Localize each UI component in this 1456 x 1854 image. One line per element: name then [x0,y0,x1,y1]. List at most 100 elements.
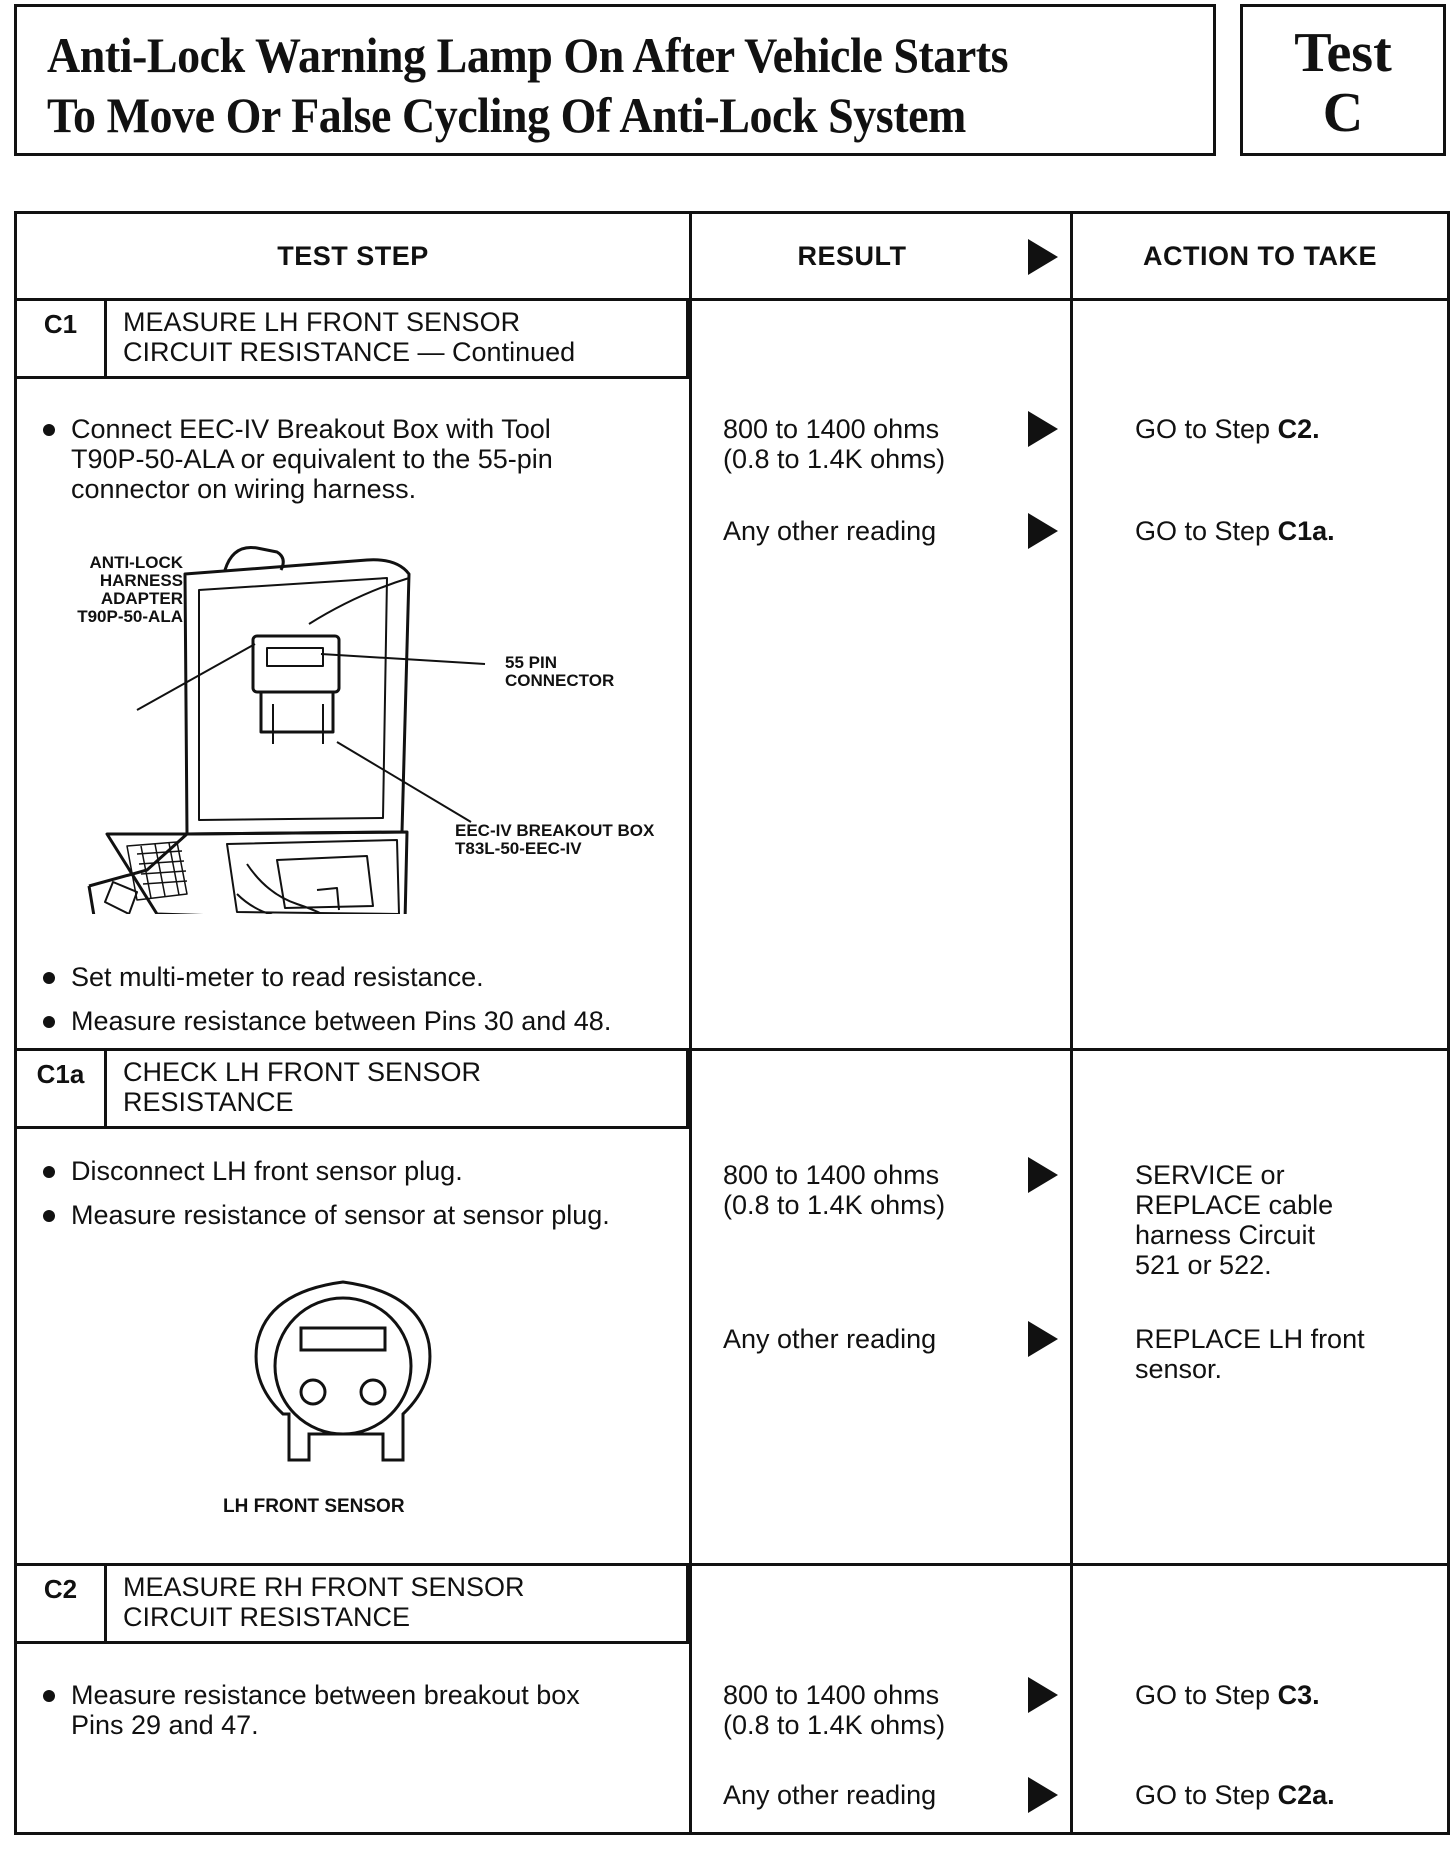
action-prefix: GO to Step [1135,414,1278,444]
bullet-icon [43,1210,55,1222]
figure-label-line: CONNECTOR [505,671,615,690]
header-divider [17,298,1447,301]
figure-label-line: ADAPTER [100,589,183,608]
action-prefix: GO to Step [1135,1680,1278,1710]
figure-label-line: T83L-50-EEC-IV [455,839,582,858]
bullet-text: Set multi-meter to read resistance. [71,962,484,992]
step-title-line: CIRCUIT RESISTANCE [123,1602,411,1632]
step-title: MEASURE RH FRONT SENSOR CIRCUIT RESISTAN… [123,1572,525,1632]
figure-caption: LH FRONT SENSOR [223,1496,405,1517]
arrow-icon [1028,513,1058,549]
result-line: 800 to 1400 ohms [723,414,940,444]
figure-label-line: ANTI-LOCK [89,553,183,572]
figure-label-connector: 55 PIN CONNECTOR [505,654,614,690]
result-line: (0.8 to 1.4K ohms) [723,1710,946,1740]
action-prefix: GO to Step [1135,1780,1278,1810]
action-text: GO to Step C2a. [1135,1780,1335,1810]
result-line: 800 to 1400 ohms [723,1160,940,1190]
result-line: 800 to 1400 ohms [723,1680,940,1710]
step-id: C1 [17,301,107,376]
test-letter: C [1322,82,1364,144]
action-text: SERVICE or REPLACE cable harness Circuit… [1135,1160,1333,1280]
figure-label-line: T90P-50-ALA [77,607,183,626]
figure-label-line: 55 PIN [505,653,557,672]
result-line: (0.8 to 1.4K ohms) [723,1190,946,1220]
step-title-line: CHECK LH FRONT SENSOR [123,1057,482,1087]
step-title-line: RESISTANCE [123,1087,294,1117]
figure-label-line: EEC-IV BREAKOUT BOX [455,821,655,840]
figure-label-breakout-box: EEC-IV BREAKOUT BOX T83L-50-EEC-IV [455,822,654,858]
arrow-icon [1028,1677,1058,1713]
arrow-icon [1028,1321,1058,1357]
action-line: 521 or 522. [1135,1250,1272,1280]
action-text: GO to Step C3. [1135,1680,1320,1710]
breakout-box-drawing [87,545,486,961]
step-header-c2: C2 MEASURE RH FRONT SENSOR CIRCUIT RESIS… [17,1566,689,1644]
action-text: GO to Step C2. [1135,414,1320,444]
page-title-line-1: Anti-Lock Warning Lamp On After Vehicle … [47,27,1009,83]
bullet-icon [43,1166,55,1178]
step-id: C1a [17,1051,107,1126]
action-line: sensor. [1135,1354,1223,1384]
action-line: harness Circuit [1135,1220,1316,1250]
action-line: REPLACE LH front [1135,1324,1365,1354]
action-line: REPLACE cable [1135,1190,1334,1220]
step-reference: C1a. [1277,516,1335,546]
step-title-line: MEASURE RH FRONT SENSOR [123,1572,525,1602]
result-line: (0.8 to 1.4K ohms) [723,444,946,474]
page-title-line-2: To Move Or False Cycling Of Anti-Lock Sy… [47,87,966,143]
section-divider [17,1563,1447,1566]
result-text: 800 to 1400 ohms (0.8 to 1.4K ohms) [723,1680,945,1740]
action-line: SERVICE or [1135,1160,1285,1190]
step-title-line: MEASURE LH FRONT SENSOR [123,307,521,337]
bullet-icon [43,1016,55,1028]
column-header-action: ACTION TO TAKE [1143,240,1377,271]
step-reference: C2. [1277,414,1320,444]
sensor-plug-drawing [254,1280,432,1462]
test-label: Test [1294,22,1392,84]
action-prefix: GO to Step [1135,516,1278,546]
action-text: GO to Step C1a. [1135,516,1335,546]
result-text: Any other reading [723,516,937,546]
arrow-icon [1028,239,1058,275]
bullet-text-line: connector on wiring harness. [71,474,417,504]
section-divider [17,1048,1447,1051]
breakout-box-illustration: ANTI-LOCK HARNESS ADAPTER T90P-50-ALA 55… [37,514,687,961]
arrow-icon [1028,1777,1058,1813]
page-title-box: Anti-Lock Warning Lamp On After Vehicle … [14,4,1216,156]
sensor-plug-illustration: LH FRONT SENSOR [223,1274,463,1534]
column-divider [1070,214,1073,1832]
action-text: REPLACE LH front sensor. [1135,1324,1365,1384]
arrow-icon [1028,411,1058,447]
bullet-text-line: Measure resistance between breakout box [71,1680,580,1710]
bullet-text: Measure resistance between Pins 30 and 4… [71,1006,612,1036]
bullet-text-line: Connect EEC-IV Breakout Box with Tool [71,414,551,444]
step-title: CHECK LH FRONT SENSOR RESISTANCE [123,1057,481,1117]
bullet-text: Disconnect LH front sensor plug. [71,1156,463,1186]
bullet-text-line: Pins 29 and 47. [71,1710,259,1740]
result-text: 800 to 1400 ohms (0.8 to 1.4K ohms) [723,1160,945,1220]
bullet-icon [43,1690,55,1702]
step-title: MEASURE LH FRONT SENSOR CIRCUIT RESISTAN… [123,307,575,367]
step-reference: C2a. [1277,1780,1335,1810]
result-text: Any other reading [723,1324,937,1354]
step-header-c1a: C1a CHECK LH FRONT SENSOR RESISTANCE [17,1051,689,1129]
step-header-c1: C1 MEASURE LH FRONT SENSOR CIRCUIT RESIS… [17,301,689,379]
bullet-icon [43,972,55,984]
bullet-text: Measure resistance of sensor at sensor p… [71,1200,610,1230]
step-title-line: CIRCUIT RESISTANCE — Continued [123,337,576,367]
figure-label-line: HARNESS [99,571,183,590]
bullet-text: Measure resistance between breakout box … [71,1680,580,1740]
test-label-box: Test C [1240,4,1446,156]
bullet-text: Connect EEC-IV Breakout Box with Tool T9… [71,414,553,504]
step-id: C2 [17,1566,107,1641]
bullet-icon [43,424,55,436]
column-header-result: RESULT [797,240,907,271]
result-text: 800 to 1400 ohms (0.8 to 1.4K ohms) [723,414,945,474]
figure-label-adapter: ANTI-LOCK HARNESS ADAPTER T90P-50-ALA [63,554,183,626]
test-procedure-table: TEST STEP RESULT ACTION TO TAKE C1 MEASU… [14,211,1450,1835]
column-header-test-step: TEST STEP [277,240,429,271]
bullet-text-line: T90P-50-ALA or equivalent to the 55-pin [71,444,553,474]
column-divider [689,214,692,1832]
